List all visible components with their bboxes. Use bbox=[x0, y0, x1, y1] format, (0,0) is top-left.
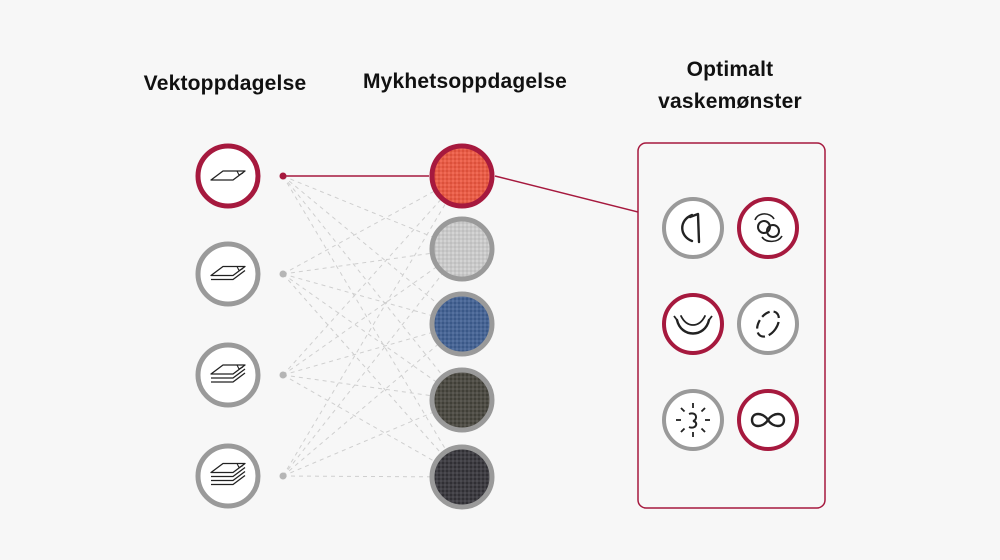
connector-dot bbox=[279, 172, 287, 180]
connection-line bbox=[282, 175, 463, 478]
pattern-link-line bbox=[494, 175, 639, 213]
wash-patterns bbox=[662, 197, 799, 451]
rolling-motion-icon bbox=[662, 197, 724, 259]
dark-olive-fabric-texture bbox=[429, 367, 495, 433]
charcoal-fabric-texture bbox=[429, 444, 495, 510]
connection-line bbox=[282, 475, 463, 478]
rotation-motion-icon bbox=[737, 293, 799, 355]
light-gray-fabric-texture bbox=[429, 216, 495, 282]
connection-line bbox=[282, 323, 463, 477]
connector-dot bbox=[279, 270, 287, 278]
tumble-motion-icon bbox=[737, 197, 799, 259]
three-layer-laundry-icon bbox=[195, 342, 261, 408]
connection-line bbox=[282, 175, 463, 275]
connection-line bbox=[282, 374, 463, 478]
connection-line bbox=[282, 248, 463, 477]
wash-pattern-panel bbox=[637, 142, 826, 509]
one-layer-laundry-icon bbox=[195, 143, 261, 209]
connector-dot bbox=[279, 371, 287, 379]
red-fabric-texture bbox=[429, 143, 495, 209]
two-layer-laundry-icon bbox=[195, 241, 261, 307]
connection-lines bbox=[282, 175, 463, 478]
connection-line bbox=[282, 175, 463, 477]
weight-levels bbox=[195, 143, 287, 509]
connection-line bbox=[282, 374, 463, 401]
swing-motion-icon bbox=[662, 293, 724, 355]
blue-fabric-texture bbox=[429, 291, 495, 357]
softness-detection-heading: Mykhetsoppdagelse bbox=[362, 70, 568, 93]
optimal-pattern-heading: Optimalt vaskemønster bbox=[610, 54, 850, 118]
fabric-types bbox=[429, 143, 495, 510]
weight-detection-heading: Vektoppdagelse bbox=[143, 72, 307, 95]
infinity-motion-icon bbox=[737, 389, 799, 451]
four-layer-laundry-icon bbox=[195, 443, 261, 509]
connection-line bbox=[282, 175, 463, 325]
optimal-pattern-heading-line1: Optimalt bbox=[686, 58, 774, 81]
connection-line bbox=[282, 175, 463, 401]
connector-dot bbox=[279, 472, 287, 480]
connection-line bbox=[282, 175, 463, 376]
connection-line bbox=[282, 248, 463, 275]
step-motion-icon bbox=[662, 389, 724, 451]
optimal-pattern-heading-line2: vaskemønster bbox=[658, 90, 802, 113]
connection-line bbox=[282, 273, 463, 478]
